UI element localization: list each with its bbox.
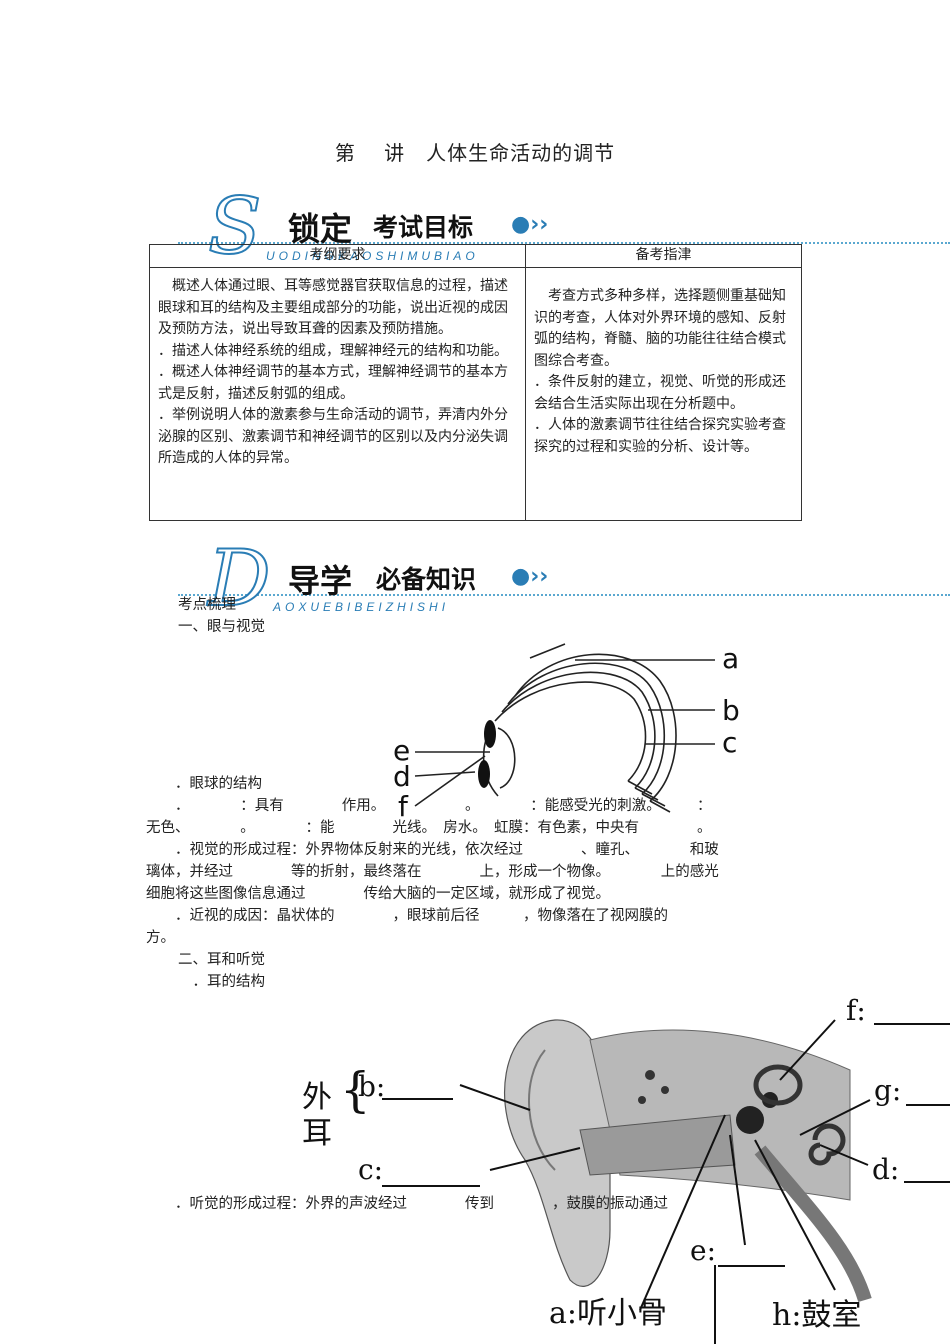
- banner-main-text: 锁定: [288, 210, 353, 248]
- arrow-icon: ●››: [511, 212, 549, 237]
- ear-label-h: h:鼓室: [772, 1298, 862, 1333]
- requirement-item: ．描述人体神经系统的组成，理解神经元的结构和功能。: [158, 342, 508, 359]
- brace-icon: {: [340, 1062, 371, 1118]
- eye-label-d: d: [393, 760, 411, 793]
- requirement-item: ．概述人体神经调节的基本方式，理解神经调节的基本方式是反射，描述反射弧的组成。: [158, 364, 508, 402]
- ear-outer-label: 外耳: [302, 1080, 332, 1151]
- exam-goals-table: 考纲要求 备考指津 概述人体通过眼、耳等感觉器官获取信息的过程，描述眼球和耳的结…: [149, 244, 802, 521]
- banner-letter: D: [207, 534, 272, 624]
- table-header-right: 备考指津: [525, 244, 802, 268]
- eye-label-f: f: [398, 790, 408, 823]
- banner-sub-text: 必备知识: [376, 565, 477, 594]
- ear-label-e: e:: [690, 1234, 717, 1267]
- ear-label-d: d:: [872, 1153, 900, 1186]
- ear-diagram: [382, 1019, 950, 1344]
- eye-text-line: 方。: [146, 930, 175, 946]
- table-cell-guide: 考查方式多种多样，选择题侧重基础知识的考查，人体对外界环境的感知、反射弧的结构，…: [525, 267, 802, 521]
- banner-pinyin: AOXUEBIBEIZHISHI: [273, 600, 450, 614]
- ear-label-a: a:听小骨: [549, 1296, 667, 1331]
- eye-text-line: 无色、 。 ：能 光线。 房水。 虹膜：有色素，中央有 。: [146, 820, 712, 836]
- page-title: 第 讲 人体生命活动的调节: [334, 141, 616, 165]
- eye-text-line: 细胞将这些图像信息通过 传给大脑的一定区域，就形成了视觉。: [146, 886, 610, 902]
- banner-sub-text: 考试目标: [373, 213, 474, 242]
- section-heading-ear: 二、耳和听觉: [178, 952, 265, 968]
- section-heading-eye: 一、眼与视觉: [178, 619, 265, 635]
- eye-label-b: b: [722, 694, 740, 727]
- eye-text-line: 璃体，并经过 等的折射，最终落在 上，形成一个物像。 上的感光: [146, 864, 719, 880]
- hearing-text-line: ．听觉的形成过程：外界的声波经过 传到 ，鼓膜的振动通过: [146, 1196, 668, 1212]
- eye-diagram: [414, 643, 715, 813]
- ear-label-g: g:: [874, 1074, 902, 1107]
- eye-text-line: ． ：具有 作用。 。 ：能感受光的刺激。 ：: [146, 798, 712, 814]
- banner-main-text: 导学: [288, 562, 353, 600]
- eye-label-c: c: [722, 726, 738, 759]
- table-header-left: 考纲要求: [149, 244, 526, 268]
- guide-item: 考查方式多种多样，选择题侧重基础知识的考查，人体对外界环境的感知、反射弧的结构，…: [534, 288, 786, 369]
- ear-structure-heading: ．耳的结构: [178, 974, 265, 990]
- eye-text-line: ．视觉的形成过程：外界物体反射来的光线，依次经过 、瞳孔、 和玻: [146, 842, 719, 858]
- banner-study-knowledge: D 导学 必备知识 ●›› AOXUEBIBEIZHISHI: [178, 534, 950, 624]
- ear-label-b: b:: [358, 1070, 386, 1103]
- eye-label-e: e: [393, 734, 411, 767]
- section-label: 考点梳理: [178, 597, 236, 613]
- table-cell-requirements: 概述人体通过眼、耳等感觉器官获取信息的过程，描述眼球和耳的结构及主要组成部分的功…: [149, 267, 526, 521]
- requirement-item: 概述人体通过眼、耳等感觉器官获取信息的过程，描述眼球和耳的结构及主要组成部分的功…: [158, 278, 508, 337]
- ear-label-c: c:: [358, 1153, 384, 1186]
- eye-text-line: ．眼球的结构: [146, 776, 262, 792]
- eye-text-line: ．近视的成因：晶状体的 ，眼球前后径 ，物像落在了视网膜的: [146, 908, 726, 924]
- ear-label-f: f:: [846, 994, 866, 1027]
- arrow-icon: ●››: [511, 564, 549, 589]
- guide-item: ．人体的激素调节往往结合探究实验考查探究的过程和实验的分析、设计等。: [534, 417, 786, 455]
- guide-item: ．条件反射的建立，视觉、听觉的形成还会结合生活实际出现在分析题中。: [534, 374, 786, 412]
- requirement-item: ．举例说明人体的激素参与生命活动的调节，弄清内外分泌腺的区别、激素调节和神经调节…: [158, 407, 508, 466]
- eye-label-a: a: [722, 642, 740, 675]
